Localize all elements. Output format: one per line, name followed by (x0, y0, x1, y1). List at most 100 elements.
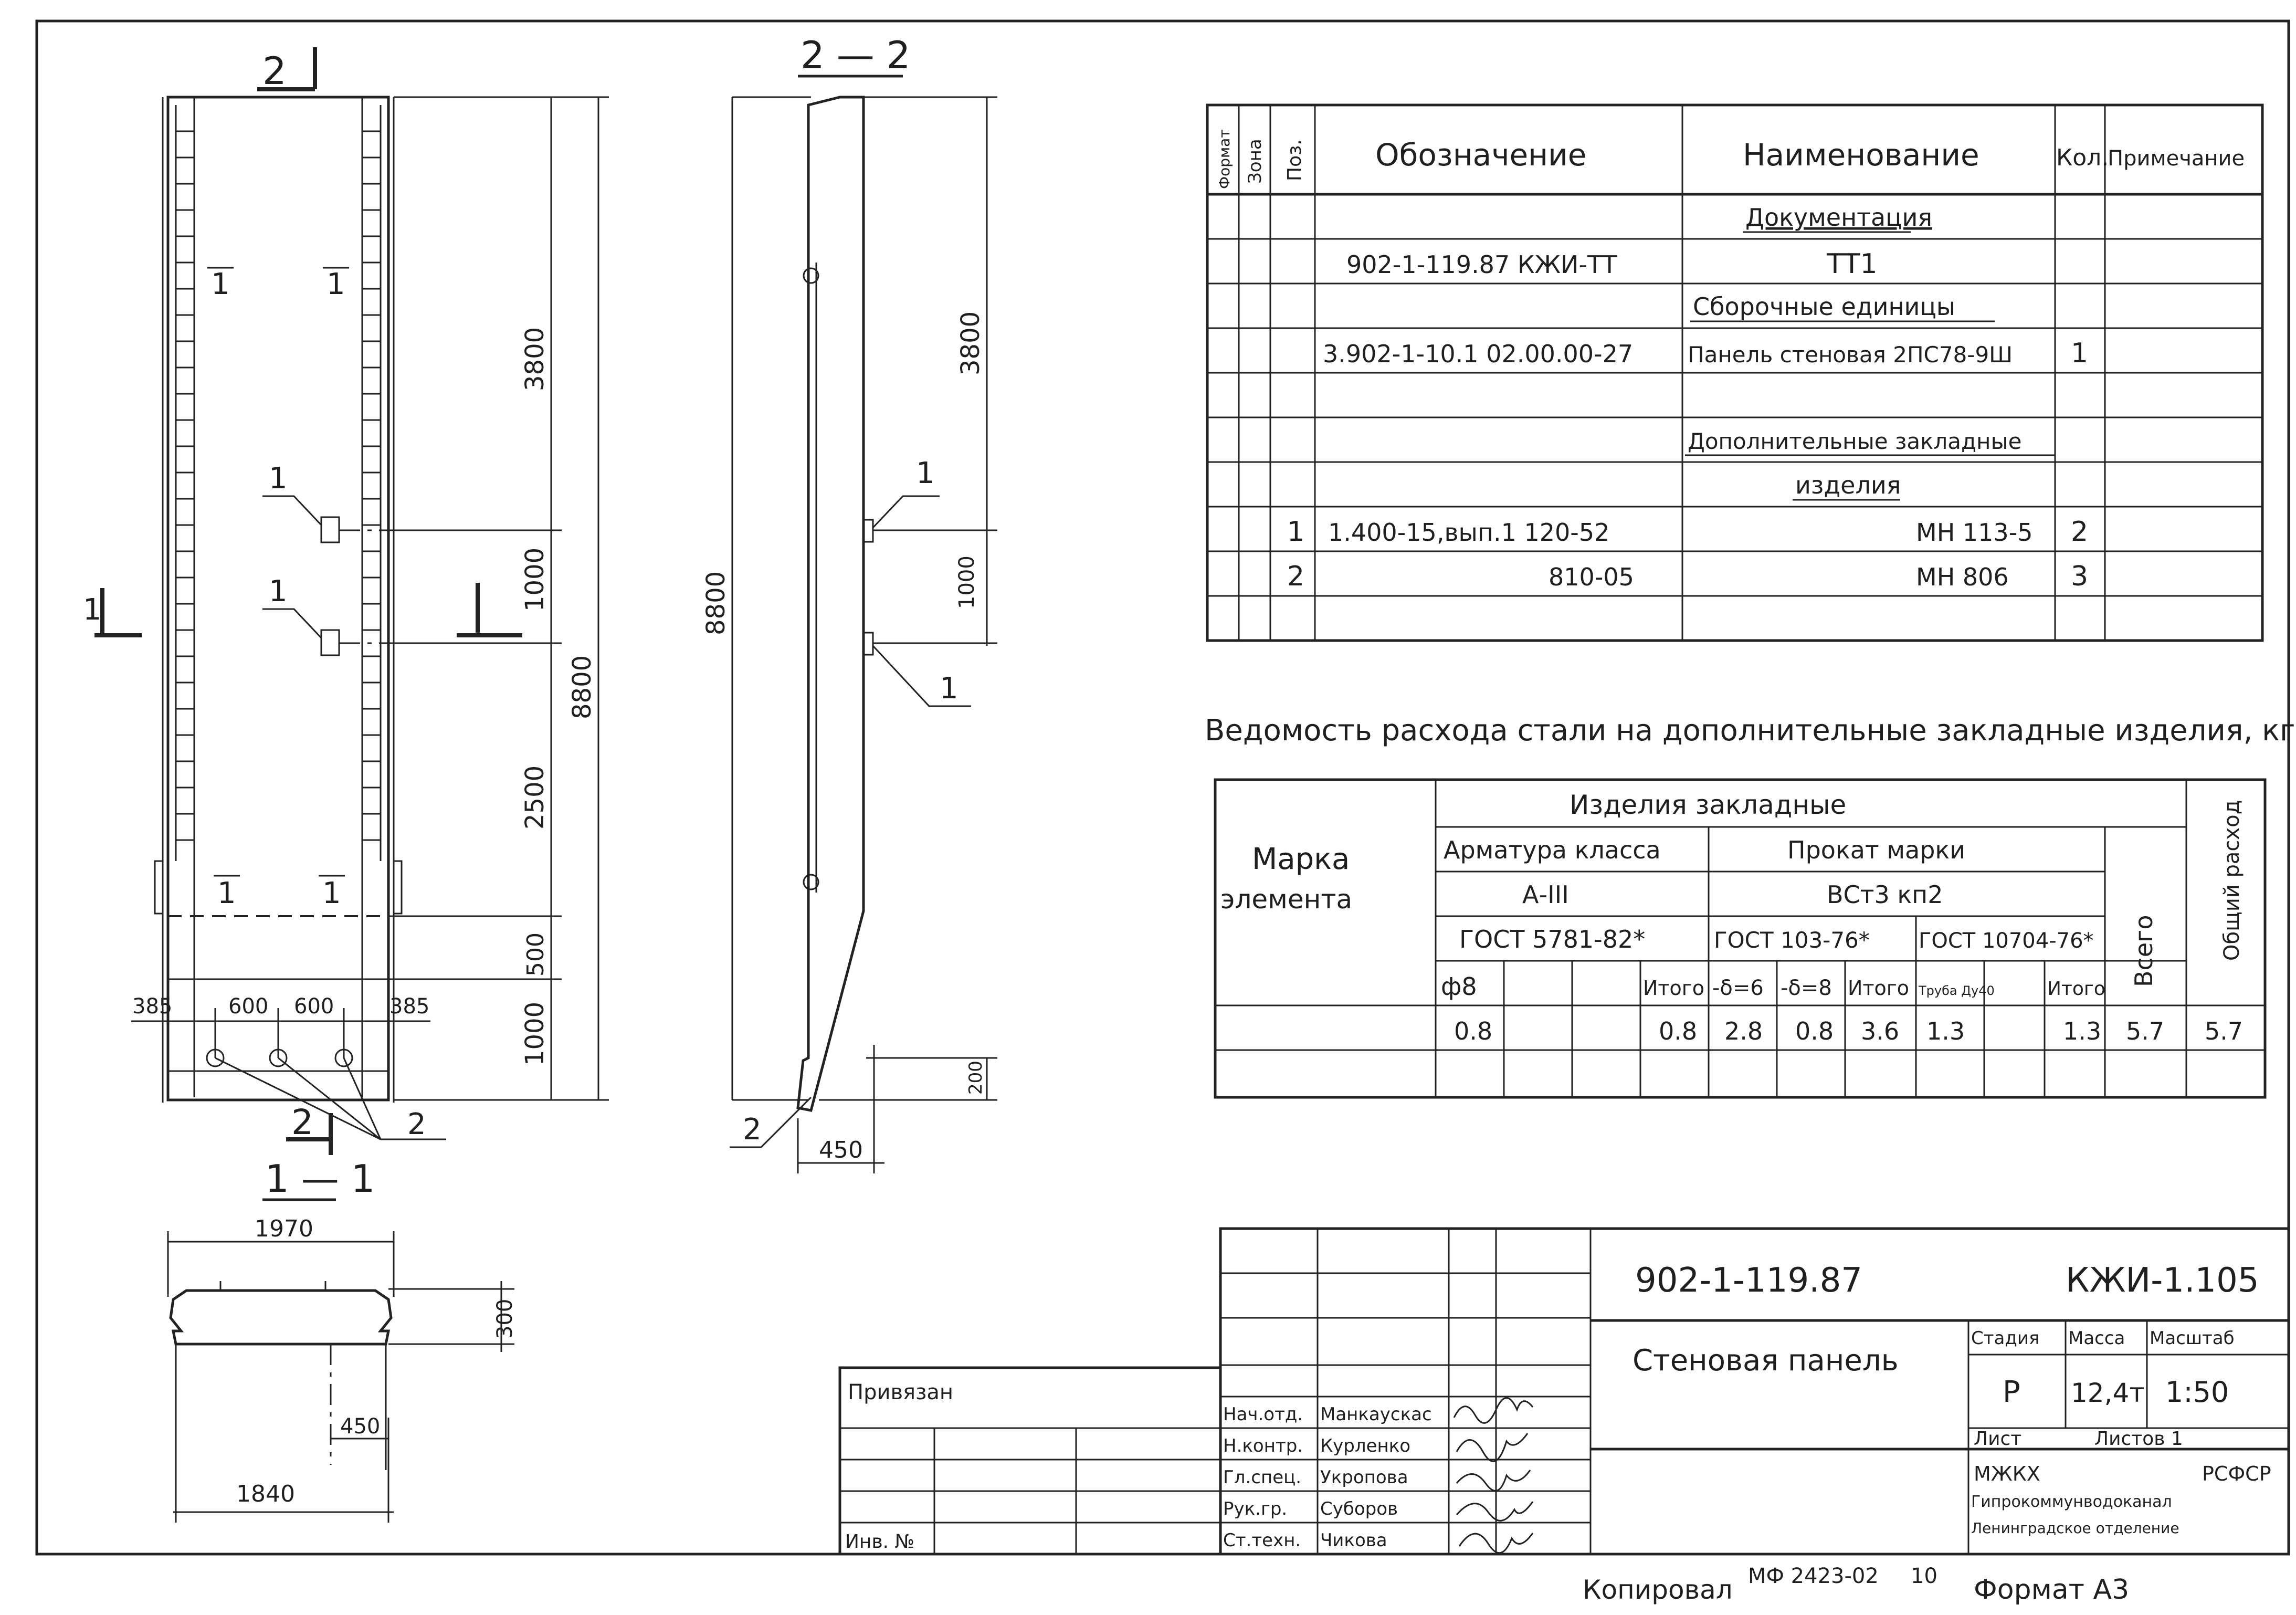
steel-armature-class: А-III (1522, 880, 1569, 909)
sec-dim-200: 200 (965, 1061, 986, 1095)
title-block: 902-1-119.87 КЖИ-1.105 Стеновая панель С… (838, 1227, 2290, 1556)
pos-1-label-a: 1 (269, 462, 288, 496)
dim-385-right: 385 (389, 994, 429, 1019)
stamp-stage: Р (2003, 1375, 2020, 1409)
footer-num: 10 (1911, 1564, 1937, 1588)
steel-gost-103: ГОСТ 103-76* (1714, 927, 1870, 953)
section-2-2-title: 2 — 2 (801, 33, 910, 77)
stamp-role-0: Нач.отд. (1223, 1404, 1303, 1425)
steel-val-3: 0.8 (1659, 1017, 1697, 1045)
sec-dim-450: 450 (819, 1137, 863, 1163)
spec-row-tt-name: ТТ1 (1826, 248, 1878, 280)
spec-row-1-name: МН 113-5 (1916, 518, 2033, 547)
stamp-name-4: Чикова (1320, 1530, 1387, 1551)
steel-val-7: 1.3 (1926, 1017, 1965, 1045)
sec11-dim-1840: 1840 (236, 1481, 295, 1507)
steel-val-5: 0.8 (1795, 1017, 1834, 1045)
sec-dim-8800: 8800 (701, 571, 731, 635)
stamp-org1b: РСФСР (2202, 1462, 2271, 1485)
steel-gost-arm: ГОСТ 5781-82* (1459, 925, 1645, 953)
sec-dim-3800: 3800 (956, 311, 985, 375)
pos-1-label-b: 1 (269, 574, 288, 609)
stamp-mass-label: Масса (2068, 1328, 2125, 1349)
footer-copied: Копировал (1583, 1575, 1733, 1605)
footer-ref: МФ 2423-02 (1748, 1564, 1879, 1588)
section-2-2: 2 — 2 1 1 2 8800 3800 1000 200 450 (701, 33, 997, 1173)
front-view: 2 1 1 1 1 1 1 1 (83, 47, 609, 1155)
stamp-org2: Гипрокоммунводоканал (1971, 1493, 2172, 1511)
stamp-sheets-label: Листов 1 (2094, 1428, 2183, 1450)
stamp-role-3: Рук.гр. (1223, 1498, 1287, 1519)
steel-armature: Арматура класса (1444, 836, 1661, 864)
stamp-sheet-label: Лист (1974, 1428, 2021, 1450)
spec-header-note: Примечание (2108, 146, 2245, 171)
stamp-name-1: Курленко (1320, 1435, 1410, 1456)
sec11-dim-1970: 1970 (255, 1215, 313, 1242)
spec-header-pos: Поз. (1284, 139, 1305, 181)
steel-itogo-2: Итого (1848, 977, 1909, 1000)
stamp-stage-label: Стадия (1971, 1328, 2039, 1349)
stamp-role-4: Ст.техн. (1223, 1530, 1301, 1551)
steel-pipe: Труба Ду40 (1918, 983, 1995, 998)
footer-format: Формат А3 (1974, 1574, 2129, 1606)
sec-pos-2: 2 (743, 1113, 762, 1147)
steel-val-10: 5.7 (2126, 1017, 2164, 1045)
dim-600-b: 600 (294, 994, 334, 1019)
stamp-org3: Ленинградское отделение (1971, 1519, 2179, 1537)
stamp-title: Стеновая панель (1633, 1344, 1899, 1378)
spec-row-assembly-name: Сборочные единицы (1693, 292, 1955, 321)
dim-8800-front: 8800 (567, 655, 597, 719)
sec11-dim-450: 450 (340, 1414, 380, 1439)
spec-row-panel-name: Панель стеновая 2ПС78-9Ш (1688, 342, 2013, 368)
spec-row-2-name: МН 806 (1916, 563, 2009, 591)
spec-row-2-designation: 810-05 (1549, 563, 1634, 591)
spec-row-panel-designation: 3.902-1-10.1 02.00.00-27 (1323, 340, 1633, 368)
section-mark-left: 1 (83, 593, 102, 627)
steel-items: Изделия закладные (1570, 790, 1846, 820)
dim-385-left: 385 (132, 994, 172, 1019)
steel-table: Ведомость расхода стали на дополнительны… (1205, 714, 2295, 1099)
spec-row-1-designation: 1.400-15,вып.1 120-52 (1328, 518, 1609, 547)
steel-phi8: ф8 (1441, 972, 1477, 1001)
axis-tick-tl: 1 (211, 267, 230, 301)
steel-element: элемента (1220, 884, 1352, 915)
steel-gost-10704: ГОСТ 10704-76* (1919, 929, 2094, 953)
section-mark-top: 2 (262, 49, 287, 93)
stamp-mass: 12,4т (2071, 1378, 2144, 1408)
spec-header-qty: Кол. (2056, 144, 2109, 171)
spec-row-extra-name: Дополнительные закладные (1688, 428, 2022, 454)
spec-row-2-pos: 2 (1287, 561, 1304, 592)
dim-3800-front: 3800 (520, 327, 550, 391)
stamp-name-2: Укропова (1320, 1467, 1408, 1488)
sec-dim-1000: 1000 (955, 555, 979, 609)
section-1-1-title: 1 — 1 (265, 1157, 375, 1201)
axis-tick-br: 1 (322, 876, 341, 910)
steel-itogo-1: Итого (1643, 977, 1704, 1000)
sec-pos-1-a: 1 (916, 456, 935, 490)
steel-val-4: 2.8 (1724, 1017, 1763, 1045)
stamp-inv: Инв. № (845, 1531, 914, 1553)
stamp-scale-label: Масштаб (2150, 1328, 2235, 1349)
signatures (1453, 1397, 1534, 1554)
spec-header-format: Формат (1216, 129, 1233, 189)
steel-rolled: Прокат марки (1787, 836, 1965, 864)
steel-d6: -δ=6 (1712, 976, 1764, 1000)
dim-1000-front: 1000 (520, 548, 550, 612)
spec-row-extra-name-2: изделия (1795, 471, 1901, 499)
section-mark-bottom: 2 (291, 1102, 313, 1142)
stamp-role-1: Н.контр. (1223, 1435, 1303, 1456)
stamp-privyazan: Привязан (848, 1380, 953, 1404)
steel-mark: Марка (1252, 842, 1350, 876)
spec-header-zone: Зона (1245, 139, 1266, 184)
stamp-code: 902-1-119.87 (1635, 1261, 1862, 1300)
section-1-1: 1 — 1 1970 300 450 1840 (167, 1157, 517, 1523)
dim-1000b-front: 1000 (520, 1002, 550, 1066)
stamp-name-3: Суборов (1320, 1498, 1398, 1519)
stamp-org1: МЖКХ (1974, 1462, 2040, 1485)
spec-row-1-qty: 2 (2071, 516, 2088, 548)
steel-total: Всего (2130, 915, 2158, 987)
spec-header-designation: Обозначение (1375, 137, 1586, 173)
dim-2500-front: 2500 (520, 765, 550, 830)
dim-600-a: 600 (228, 994, 268, 1019)
